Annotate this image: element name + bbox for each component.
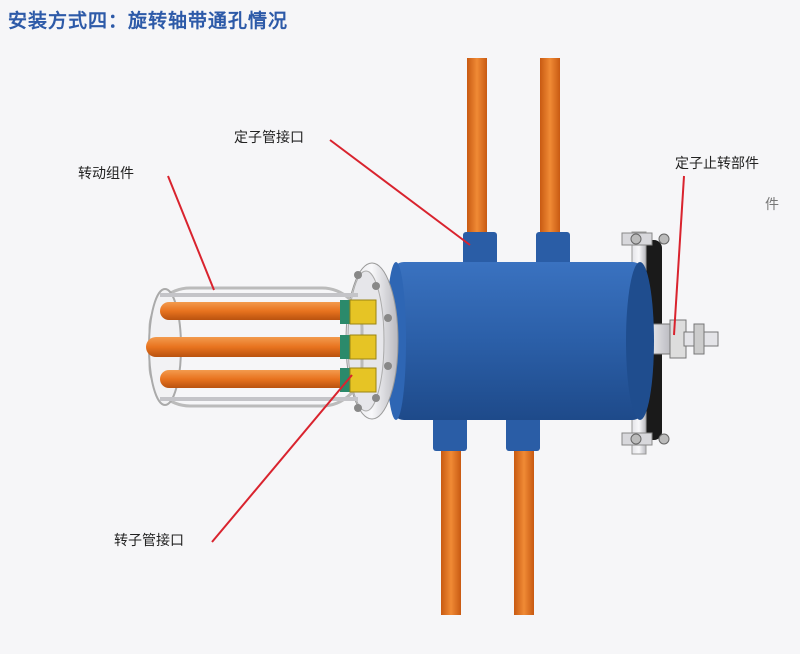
stator-pipe bbox=[540, 58, 560, 238]
rotor-pipes bbox=[146, 302, 350, 388]
stator-stopper-label-fragment: 件 bbox=[765, 197, 779, 213]
stator-port-fittings-bottom bbox=[433, 415, 540, 451]
stator-pipes-bottom bbox=[441, 440, 534, 615]
rotor-fittings bbox=[340, 299, 377, 393]
rotor-port-label: 转子管接口 bbox=[114, 533, 184, 549]
stator-pipes-top bbox=[467, 58, 560, 238]
leader-stator-stopper bbox=[673, 175, 685, 336]
stator-housing bbox=[386, 262, 654, 420]
stator-port-fittings-top bbox=[463, 232, 570, 268]
stator-stopper-label: 定子止转部件 bbox=[675, 156, 759, 172]
rotor-assembly-label: 转动组件 bbox=[78, 166, 134, 182]
rotor-pipe bbox=[146, 337, 350, 357]
leader-rotor-port bbox=[211, 374, 353, 543]
leader-stator-port bbox=[329, 139, 471, 246]
stator-pipe bbox=[441, 440, 461, 615]
rotor-pipe bbox=[160, 302, 350, 320]
stator-port-label: 定子管接口 bbox=[234, 130, 304, 146]
stator-pipe bbox=[514, 440, 534, 615]
rotor-pipe bbox=[160, 370, 350, 388]
leader-rotor-assembly bbox=[167, 175, 215, 291]
leader-lines bbox=[167, 139, 685, 543]
stator-pipe bbox=[467, 58, 487, 238]
page-title: 安装方式四：旋转轴带通孔情况 bbox=[8, 10, 289, 32]
